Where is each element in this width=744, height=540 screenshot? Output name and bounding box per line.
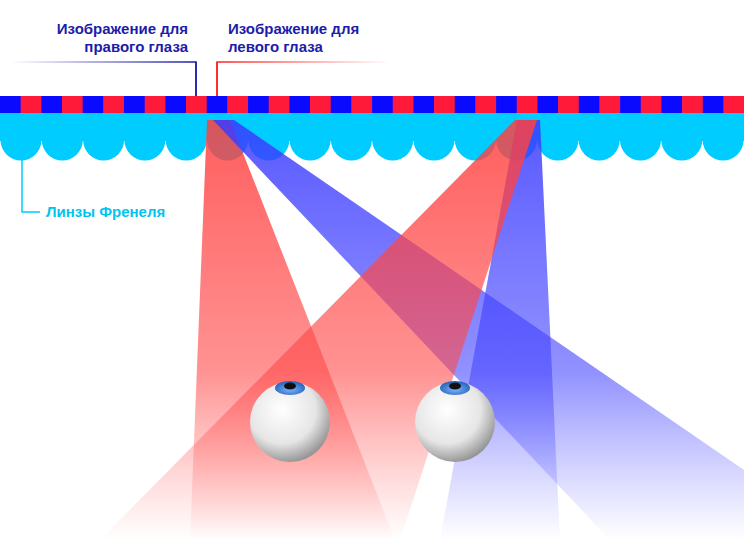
leader-line xyxy=(22,143,40,212)
pixel-stripe xyxy=(289,96,310,113)
leader-line xyxy=(10,62,196,96)
pixel-stripe xyxy=(145,96,166,113)
pixel-stripe xyxy=(124,96,145,113)
pixel-stripe xyxy=(165,96,186,113)
pixel-stripe xyxy=(248,96,269,113)
pixel-stripe xyxy=(331,96,352,113)
pixel-stripe xyxy=(537,96,558,113)
pixel-stripe xyxy=(723,96,744,113)
pixel-stripe xyxy=(496,96,517,113)
pixel-stripe xyxy=(351,96,372,113)
pixel-stripe xyxy=(227,96,248,113)
image-label: Изображение для левого глаза xyxy=(228,20,388,56)
pixel-stripe xyxy=(599,96,620,113)
pixel-stripe xyxy=(103,96,124,113)
pixel-stripe xyxy=(413,96,434,113)
pixel-stripe xyxy=(475,96,496,113)
leader-line xyxy=(217,62,390,96)
eye xyxy=(415,381,495,462)
leader-line xyxy=(216,62,218,96)
light-beams xyxy=(100,120,744,540)
pixel-stripe xyxy=(558,96,579,113)
pixel-stripe xyxy=(0,96,21,113)
red-beam xyxy=(100,120,537,540)
pixel-stripe xyxy=(83,96,104,113)
pixel-stripe xyxy=(703,96,724,113)
pixel-stripe xyxy=(517,96,538,113)
pixel-stripe xyxy=(310,96,331,113)
pixel-stripe xyxy=(661,96,682,113)
pixel-stripe xyxy=(372,96,393,113)
lens-band xyxy=(0,113,744,141)
pixel-stripe xyxy=(682,96,703,113)
pixel-stripe xyxy=(579,96,600,113)
pixel-stripe xyxy=(41,96,62,113)
pixel-stripe xyxy=(269,96,290,113)
pixel-stripe xyxy=(207,96,228,113)
pixel-stripe xyxy=(434,96,455,113)
pixel-stripe xyxy=(455,96,476,113)
pixel-stripe xyxy=(186,96,207,113)
pixel-stripe xyxy=(62,96,83,113)
eye xyxy=(250,381,330,462)
pixel-stripe xyxy=(21,96,42,113)
pixel-stripe xyxy=(620,96,641,113)
leader-line xyxy=(195,62,197,96)
lens-label: Линзы Френеля xyxy=(46,203,165,221)
image-label: Изображение для правого глаза xyxy=(28,20,188,56)
pixel-stripe xyxy=(641,96,662,113)
pixel-stripes xyxy=(0,96,744,113)
pixel-stripe xyxy=(393,96,414,113)
